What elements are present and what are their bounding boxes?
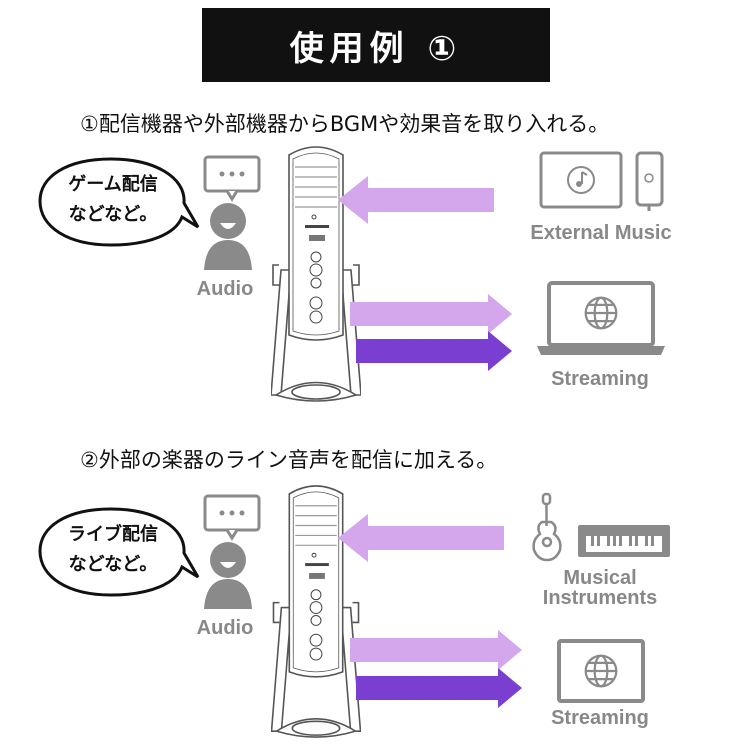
output-arrow-dark xyxy=(356,668,522,708)
audio-label: Audio xyxy=(196,278,254,300)
audio-label: Audio xyxy=(196,617,254,639)
output-label: Streaming xyxy=(551,707,649,729)
bubble-line: などなど。 xyxy=(68,554,158,575)
monitor-globe-icon xyxy=(557,639,645,703)
output-arrow-light xyxy=(350,630,522,670)
monitor-music-icon xyxy=(539,151,664,211)
guitar-icon xyxy=(532,492,562,562)
output-arrow-light xyxy=(350,294,512,334)
bubble-line: などなど。 xyxy=(68,204,158,225)
speech-bubble xyxy=(38,157,200,247)
section-2-caption: ②外部の楽器のライン音声を配信に加える。 xyxy=(80,448,498,472)
bubble-line: ゲーム配信 xyxy=(68,174,158,195)
source-label-line: Musical xyxy=(563,567,637,589)
page-title: 使用例 ① xyxy=(202,8,550,82)
section-1-caption: ①配信機器や外部機器からBGMや効果音を取り入れる。 xyxy=(80,112,610,136)
laptop-globe-icon xyxy=(537,281,665,355)
bubble-line: ライブ配信 xyxy=(68,524,158,545)
speech-bubble xyxy=(38,507,200,597)
speech-bubble-text: ゲーム配信 などなど。 xyxy=(38,170,188,230)
input-arrow xyxy=(338,176,494,224)
person-speaking-icon xyxy=(202,155,262,270)
source-label: External Music xyxy=(530,222,672,244)
input-arrow xyxy=(338,514,504,562)
source-label-line: Instruments xyxy=(542,587,658,609)
source-label: Musical Instruments xyxy=(500,568,700,608)
speech-bubble-text: ライブ配信 などなど。 xyxy=(38,520,188,580)
person-speaking-icon xyxy=(202,494,262,609)
keyboard-icon xyxy=(578,525,670,557)
output-label: Streaming xyxy=(551,368,649,390)
output-arrow-dark xyxy=(356,331,512,371)
